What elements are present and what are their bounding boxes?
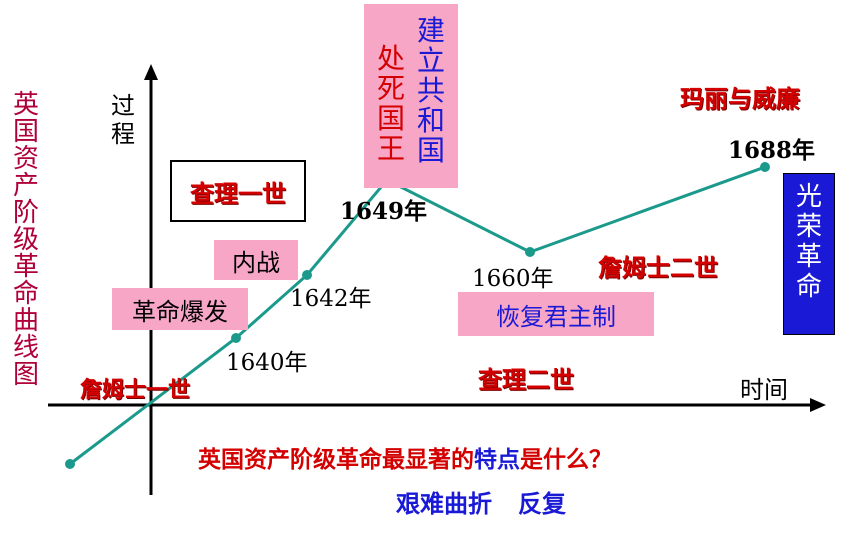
year-1649: 1649年 bbox=[340, 198, 428, 225]
diagram-title: 英国资产阶级革命曲线图 bbox=[12, 90, 39, 390]
y-axis-arrow bbox=[144, 64, 158, 80]
curve-point-1642 bbox=[302, 270, 312, 280]
glorious-revolution-box: 光荣革命 bbox=[783, 173, 835, 335]
restoration-label: 恢复君主制 bbox=[458, 292, 654, 336]
curve-point-1640 bbox=[231, 333, 241, 343]
james1-label: 詹姆士一世 bbox=[80, 378, 191, 403]
year-1688: 1688年 bbox=[728, 137, 816, 164]
year-1660: 1660年 bbox=[472, 266, 554, 292]
answer-word1: 艰难曲折 bbox=[396, 490, 492, 518]
x-axis-label: 时间 bbox=[740, 376, 788, 404]
curve-point-start bbox=[65, 459, 75, 469]
question-highlight: 特点 bbox=[474, 447, 520, 473]
execute-king-label: 处死国王 bbox=[376, 42, 405, 165]
answer-word2: 反复 bbox=[518, 490, 566, 518]
question-text: 英国资产阶级革命最显著的特点是什么？ bbox=[198, 440, 612, 474]
question-prefix: 英国资产阶级革命最显著的 bbox=[198, 447, 474, 473]
mary-william-label: 玛丽与威廉 bbox=[680, 85, 800, 113]
x-axis-arrow bbox=[810, 398, 826, 412]
curve-point-1688 bbox=[760, 162, 770, 172]
y-axis-label: 过程 bbox=[111, 92, 135, 148]
republic-label: 建立共和国 bbox=[416, 14, 445, 167]
civil-war-label: 内战 bbox=[214, 240, 298, 280]
curve-point-1660 bbox=[525, 247, 535, 257]
james2-label: 詹姆士二世 bbox=[598, 254, 718, 282]
revolution-curve bbox=[69, 165, 766, 466]
glorious-revolution-label: 光荣革命 bbox=[795, 182, 822, 302]
answer-text: 艰难曲折反复 bbox=[396, 484, 566, 519]
revolution-outbreak-label: 革命爆发 bbox=[112, 288, 248, 330]
charles2-label: 查理二世 bbox=[478, 366, 574, 394]
year-1642: 1642年 bbox=[290, 286, 372, 312]
year-1640: 1640年 bbox=[226, 350, 308, 376]
execution-republic-box: 处死国王 建立共和国 bbox=[364, 4, 458, 188]
charles1-label: 查理一世 bbox=[170, 160, 306, 222]
question-suffix: 是什么？ bbox=[520, 447, 612, 473]
